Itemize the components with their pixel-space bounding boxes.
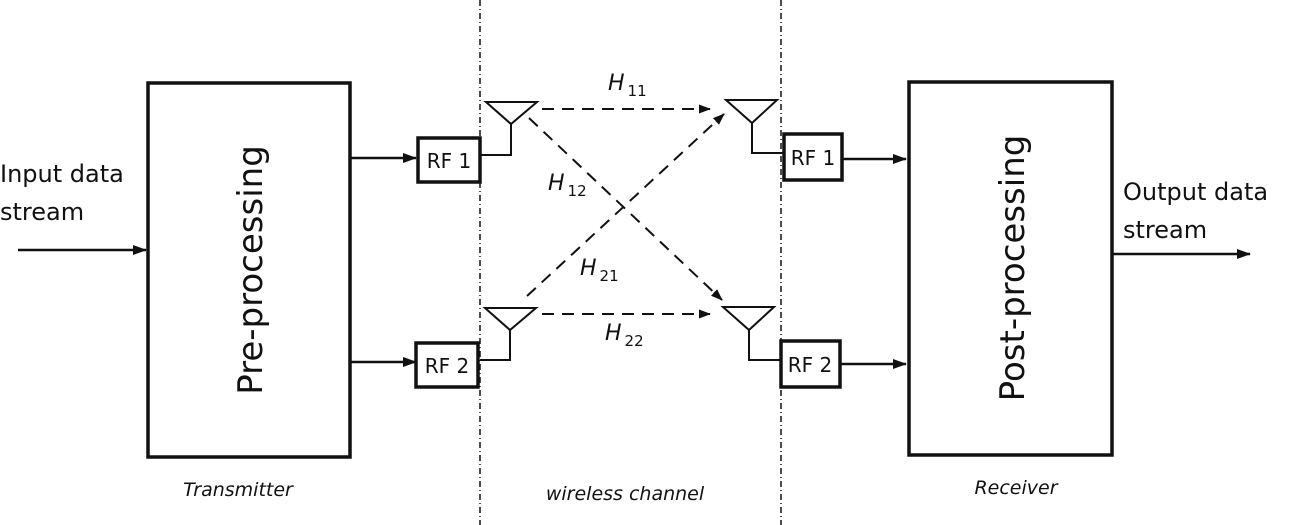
tx-rf1-box: RF 1 [416,136,482,184]
tx-rf2-box: RF 2 [414,341,480,389]
rx-antenna-2-icon [720,306,781,361]
rx-rf1-box: RF 1 [782,132,844,182]
transmitter-caption: Transmitter [183,479,294,501]
rx-rf2-box: RF 2 [779,339,842,389]
input-label-line1: Input data [0,160,124,188]
output-label-line1: Output data [1123,178,1268,206]
output-label-line2: stream [1123,216,1207,244]
post-processing-title: Post-processing [993,135,1033,402]
link-h21 [526,113,725,297]
channel-caption: wireless channel [546,483,705,505]
tx-antenna-2-icon [480,307,539,361]
pre-processing-block [146,81,352,459]
post-processing-block [907,80,1114,457]
rx-rf1-label: RF 1 [791,146,835,170]
link-h12 [528,117,723,301]
tx-antenna-1-icon [480,101,540,156]
input-label-line2: stream [0,198,84,226]
pre-processing-title: Pre-processing [231,145,271,395]
rx-rf2-label: RF 2 [788,353,832,377]
receiver-caption: Receiver [974,477,1058,499]
tx-rf2-label: RF 2 [425,354,469,378]
rx-antenna-1-icon [723,99,785,154]
tx-rf1-label: RF 1 [427,149,471,173]
